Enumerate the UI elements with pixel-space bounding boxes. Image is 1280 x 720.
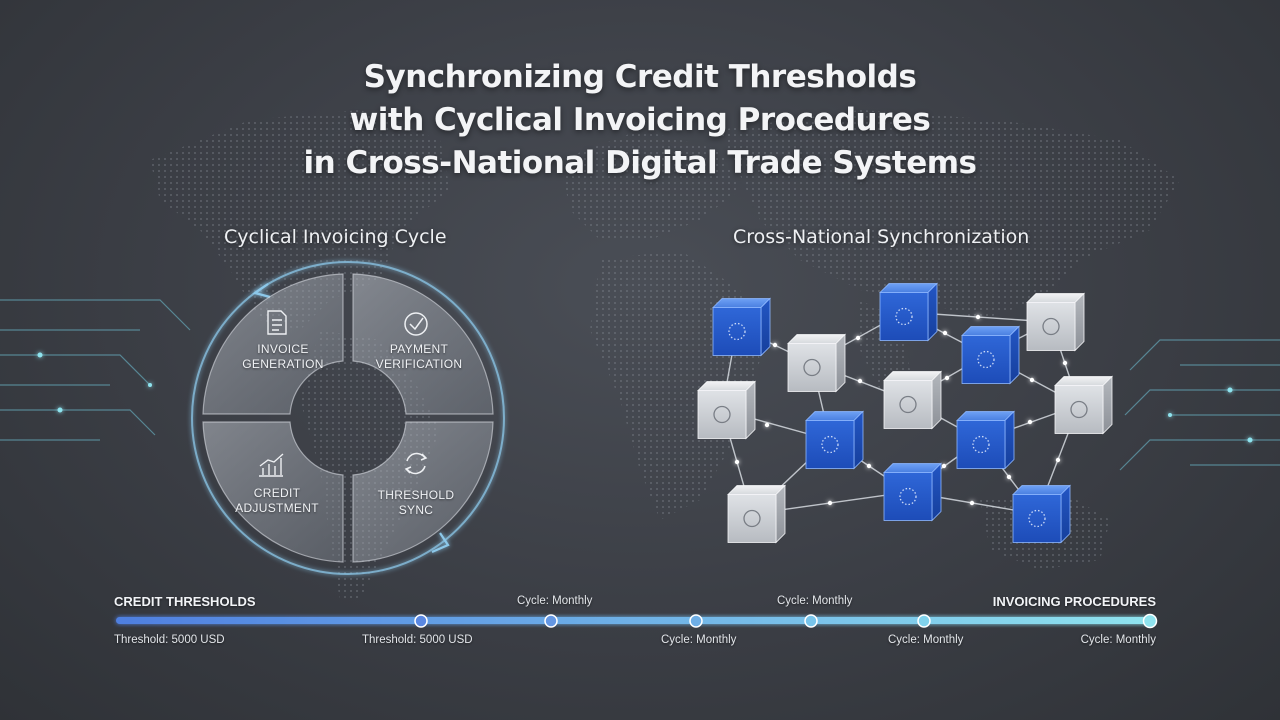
- timeline-bottom-label: Threshold: 5000 USD: [114, 634, 225, 646]
- title-line-2: with Cyclical Invoicing Procedures: [0, 99, 1280, 142]
- network-node-grey: [788, 335, 845, 392]
- title-line-3: in Cross-National Digital Trade Systems: [0, 142, 1280, 185]
- timeline-bottom-label: Cycle: Monthly: [1081, 634, 1156, 646]
- circuit-nodes-left: [38, 353, 153, 413]
- circuit-traces-left: [0, 300, 190, 440]
- timeline-marker: [1144, 615, 1157, 628]
- cycle-heading: Cyclical Invoicing Cycle: [224, 226, 447, 248]
- network-node-blue: [806, 412, 863, 469]
- network-node-blue: [1013, 486, 1070, 543]
- label-credit-adjustment: CREDIT ADJUSTMENT: [222, 486, 332, 516]
- label-invoice-generation: INVOICE GENERATION: [228, 342, 338, 372]
- label-threshold-sync: THRESHOLD SYNC: [368, 488, 464, 518]
- timeline-bottom-label: Cycle: Monthly: [661, 634, 736, 646]
- timeline-top-label: Cycle: Monthly: [517, 595, 592, 607]
- network-node-grey: [884, 372, 941, 429]
- network-node-blue: [957, 412, 1014, 469]
- timeline-left-heading: CREDIT THRESHOLDS: [114, 594, 256, 609]
- timeline-right-heading: INVOICING PROCEDURES: [993, 594, 1156, 609]
- timeline-bottom-label: Threshold: 5000 USD: [362, 634, 473, 646]
- title-line-1: Synchronizing Credit Thresholds: [0, 56, 1280, 99]
- network-node-grey: [728, 486, 785, 543]
- timeline-bar: [116, 617, 1152, 624]
- timeline-marker: [805, 615, 817, 627]
- network-heading: Cross-National Synchronization: [733, 226, 1029, 248]
- timeline-marker: [918, 615, 930, 627]
- network-node-grey: [1027, 294, 1084, 351]
- timeline-marker: [690, 615, 702, 627]
- timeline-bottom-label: Cycle: Monthly: [888, 634, 963, 646]
- network-node-blue: [880, 284, 937, 341]
- network-node-blue: [713, 299, 770, 356]
- network-node-grey: [1055, 377, 1112, 434]
- timeline: [116, 615, 1157, 628]
- network-node-blue: [962, 327, 1019, 384]
- network-node-grey: [698, 382, 755, 439]
- network-nodes: [698, 284, 1112, 543]
- network-node-blue: [884, 464, 941, 521]
- timeline-marker: [545, 615, 557, 627]
- timeline-top-label: Cycle: Monthly: [777, 595, 852, 607]
- circuit-traces-right: [1120, 340, 1280, 470]
- page-title: Synchronizing Credit Thresholds with Cyc…: [0, 56, 1280, 185]
- label-payment-verification: PAYMENT VERIFICATION: [364, 342, 474, 372]
- timeline-marker: [415, 615, 427, 627]
